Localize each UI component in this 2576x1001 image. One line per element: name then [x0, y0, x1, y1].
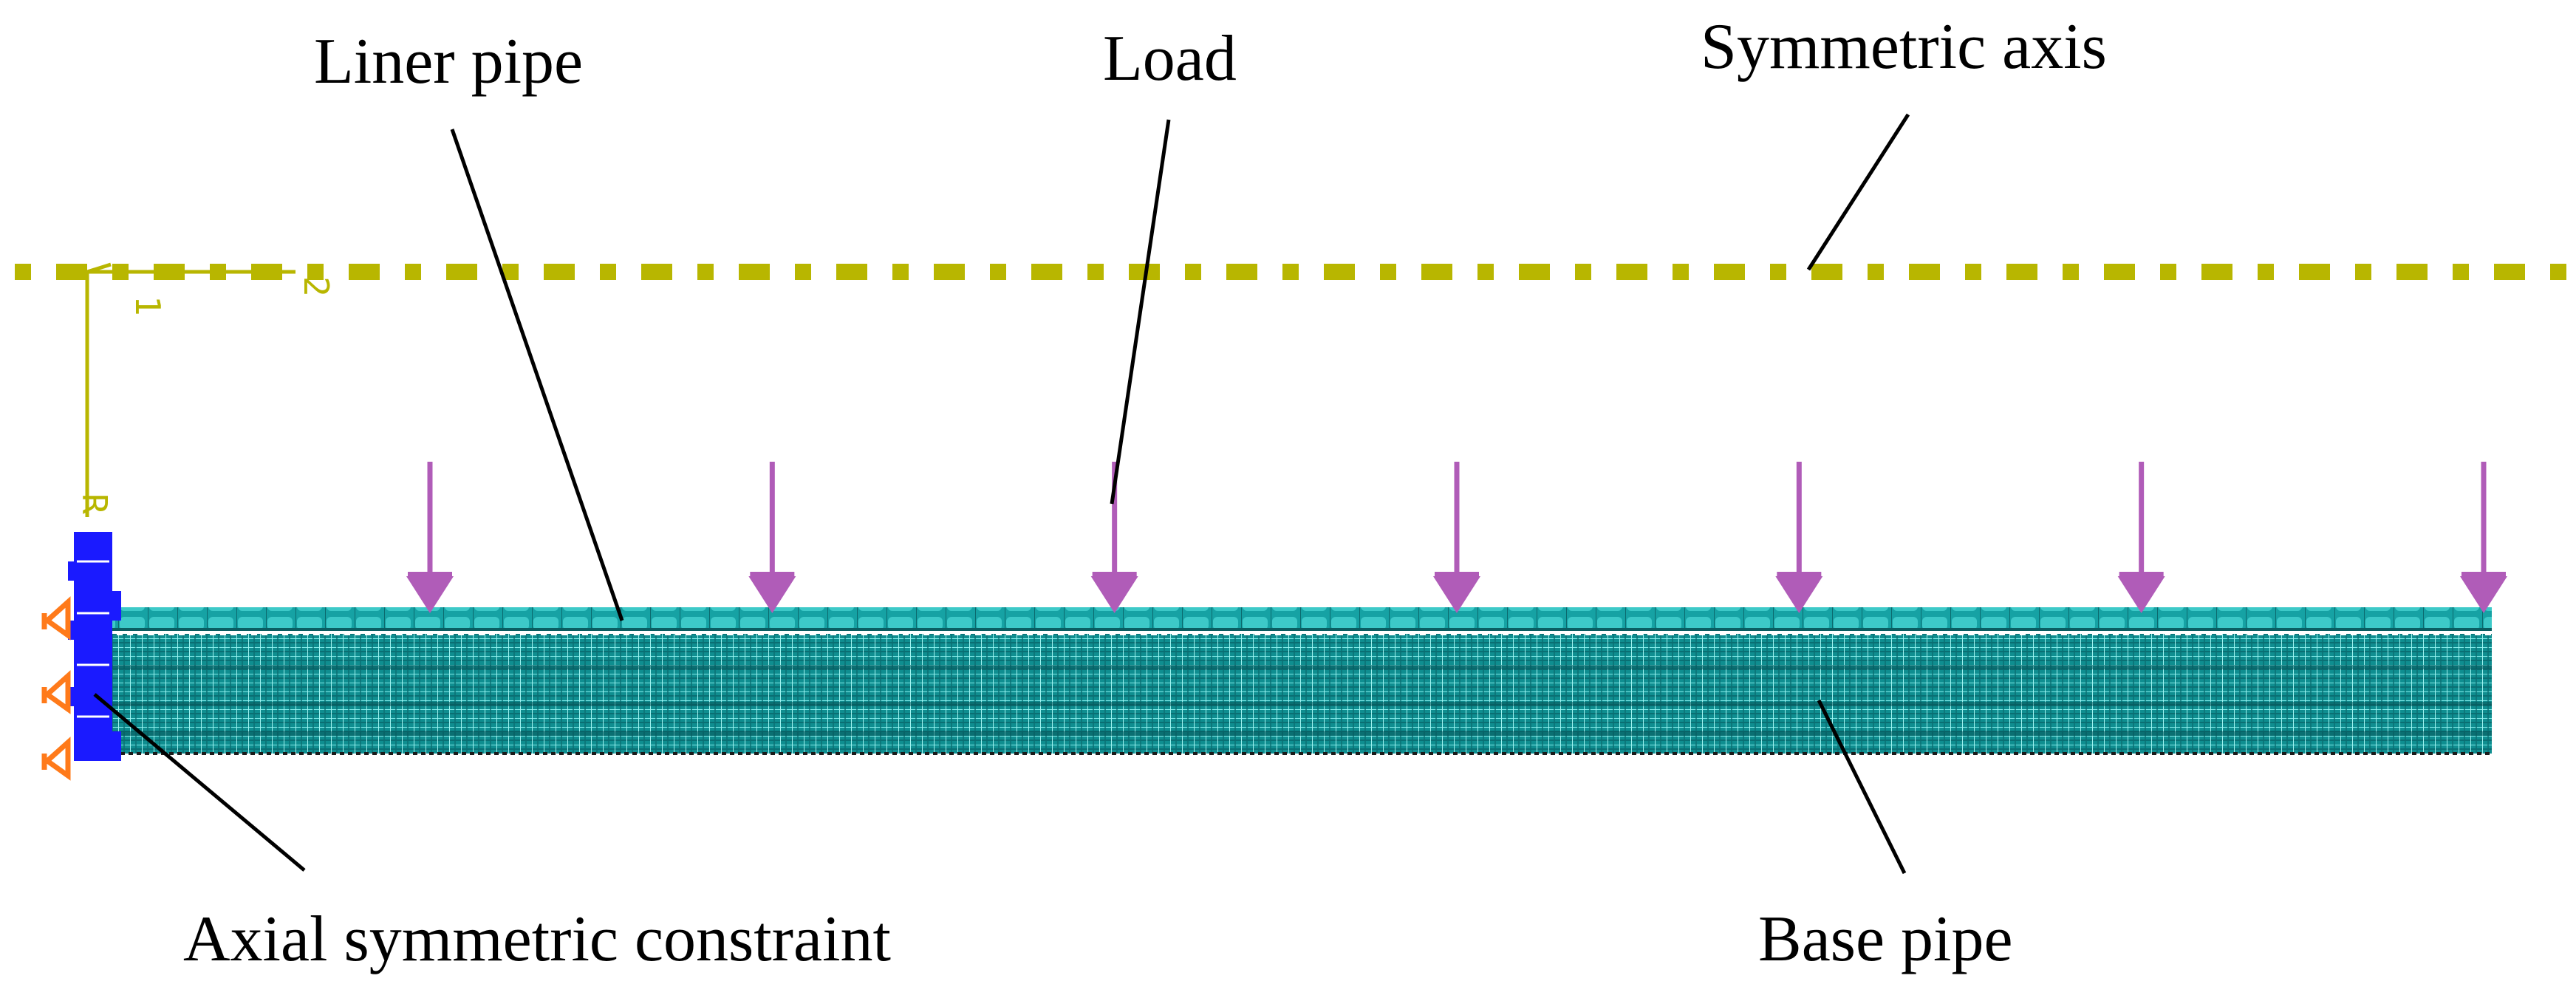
label-base-pipe: Base pipe [1758, 903, 2013, 975]
coordinate-triad [85, 262, 295, 517]
load-arrow [748, 462, 796, 613]
axial-constraint-markers [41, 532, 121, 781]
load-arrows [406, 462, 2507, 613]
leader-lines [93, 113, 1910, 875]
load-arrow [406, 462, 454, 613]
triad-label-2: 2 [296, 276, 336, 297]
label-axial-constraint: Axial symmetric constraint [183, 903, 891, 975]
leader-liner-pipe [450, 129, 624, 621]
label-symmetric-axis: Symmetric axis [1701, 11, 2107, 83]
label-liner-pipe: Liner pipe [314, 26, 583, 98]
leader-symmetric-axis [1806, 113, 1910, 271]
leader-axial-constraint [93, 693, 306, 872]
load-arrow [1433, 462, 1480, 613]
leader-base-pipe [1817, 699, 1907, 875]
label-load: Load [1103, 23, 1237, 95]
load-arrow [1775, 462, 1823, 613]
liner-pipe-mesh [96, 607, 2492, 629]
triad-label-1: 1 [128, 295, 168, 316]
leader-load [1110, 119, 1171, 505]
load-arrow [2117, 462, 2165, 613]
triad-label-r: R [75, 493, 115, 514]
load-arrow [2460, 462, 2507, 613]
base-pipe-mesh [96, 632, 2492, 755]
